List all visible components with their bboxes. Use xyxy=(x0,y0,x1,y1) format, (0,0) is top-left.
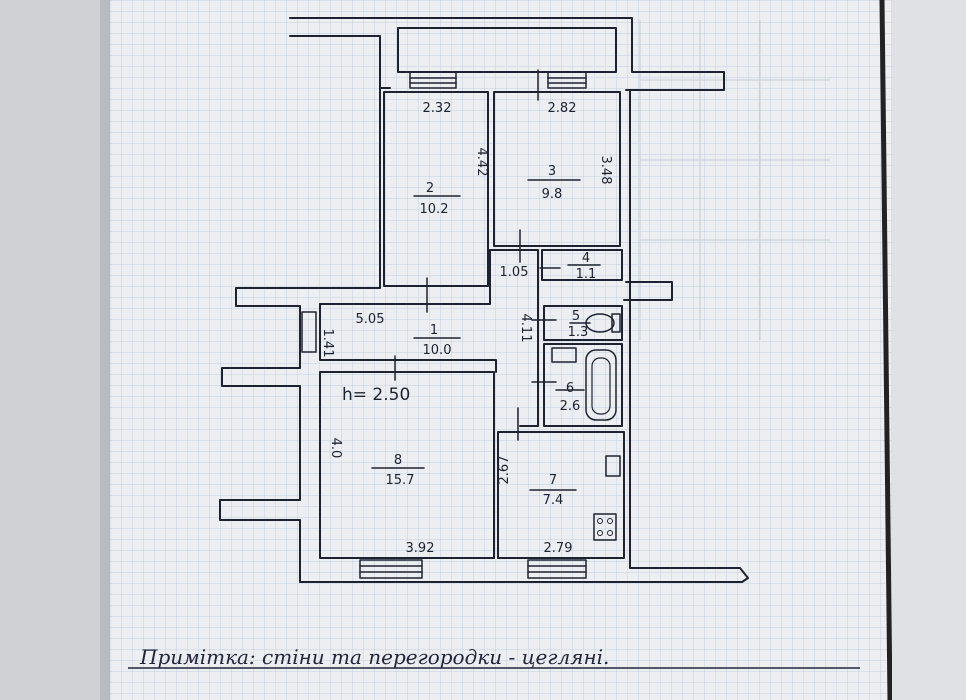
room-7-width: 2.79 xyxy=(544,541,573,556)
window-room-3 xyxy=(547,71,587,89)
room-1-length: 5.05 xyxy=(356,312,385,327)
room-1-width: 1.41 xyxy=(320,329,335,358)
outer-wall-top xyxy=(289,17,725,91)
room-2-width: 2.32 xyxy=(423,101,452,116)
room-4-area: 1.1 xyxy=(576,267,597,282)
room-6-area: 2.6 xyxy=(560,399,581,414)
room-3-number: 3 xyxy=(548,164,556,179)
room-6-number: 6 xyxy=(566,381,574,396)
room-2-number: 2 xyxy=(426,181,434,196)
room-2-outline xyxy=(383,91,489,287)
room-3-length: 3.48 xyxy=(598,156,613,185)
room-5-area: 1.3 xyxy=(568,325,589,340)
page-edge xyxy=(892,0,966,700)
windows xyxy=(301,71,587,579)
washbasin-icon xyxy=(551,347,577,363)
window-room-2 xyxy=(409,71,457,89)
stove-burner-4-icon xyxy=(607,530,613,536)
outer-wall-notch xyxy=(397,27,617,73)
room-8-width: 3.92 xyxy=(406,541,435,556)
room-5-number: 5 xyxy=(572,309,580,324)
room-1-outline xyxy=(319,249,539,427)
page-spine-shadow xyxy=(100,0,112,700)
bleed-through-table xyxy=(639,20,830,340)
stove-burner-1-icon xyxy=(597,518,603,524)
room-1-side: 4.11 xyxy=(518,314,533,343)
window-room-8 xyxy=(359,559,423,579)
fraction-bars xyxy=(371,179,601,491)
toilet-tank-icon xyxy=(611,313,621,333)
room-7-number: 7 xyxy=(549,473,557,488)
room-1-area: 10.0 xyxy=(423,343,452,358)
left-page xyxy=(0,0,108,700)
hall-lower-wall xyxy=(319,303,497,373)
margin-line xyxy=(879,0,893,700)
room-3-outline xyxy=(493,91,621,247)
bathtub-inner-icon xyxy=(591,357,611,415)
stove-burner-3-icon xyxy=(597,530,603,536)
room-3-area: 9.8 xyxy=(542,187,563,202)
room-7-area: 7.4 xyxy=(543,493,564,508)
kitchen-sink-icon xyxy=(605,455,621,477)
room-4-width: 1.05 xyxy=(500,265,529,280)
room-2-area: 10.2 xyxy=(420,202,449,217)
door-marks xyxy=(394,69,561,441)
room-2-length: 4.42 xyxy=(474,148,489,177)
stove-icon xyxy=(593,513,617,541)
room-8-outline xyxy=(319,371,495,559)
stove-burner-2-icon xyxy=(607,518,613,524)
room-6-outline xyxy=(543,343,623,427)
room-8-number: 8 xyxy=(394,453,402,468)
room-7-outline xyxy=(497,431,625,559)
room-4-outline xyxy=(541,249,623,281)
room-5-outline xyxy=(543,305,623,341)
ceiling-height: h= 2.50 xyxy=(342,385,410,405)
room-4-number: 4 xyxy=(582,251,590,266)
outer-wall-top-inner xyxy=(289,35,391,89)
floor-plan xyxy=(219,17,749,583)
right-wall-stub xyxy=(623,281,673,301)
window-room-7 xyxy=(527,559,587,579)
room-3-width: 2.82 xyxy=(548,101,577,116)
room-8-area: 15.7 xyxy=(386,473,415,488)
footnote: Примітка: стіни та перегородки - цегляні… xyxy=(139,645,609,669)
room-1-number: 1 xyxy=(430,323,438,338)
room-7-length: 2.67 xyxy=(497,456,512,485)
bathtub-icon xyxy=(585,349,617,421)
room-8-length: 4.0 xyxy=(328,438,343,459)
window-hall xyxy=(301,311,317,353)
outer-wall-left-upper xyxy=(219,87,749,583)
